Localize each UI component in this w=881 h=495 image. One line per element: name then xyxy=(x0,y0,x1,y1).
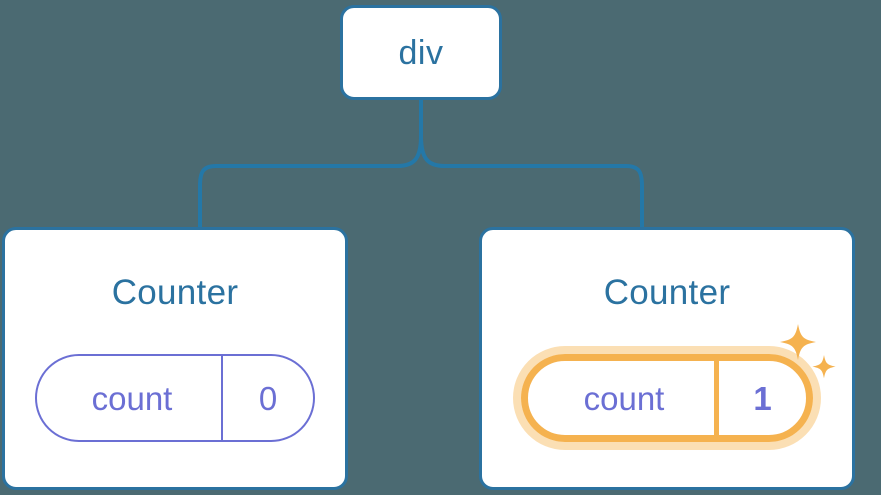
node-div[interactable]: div xyxy=(340,5,502,100)
node-div-label: div xyxy=(398,33,444,72)
node-counter-right[interactable]: Counter count 1 xyxy=(479,227,855,490)
node-counter-right-title: Counter xyxy=(603,273,731,312)
node-counter-left-title: Counter xyxy=(111,273,239,312)
state-pill-wrapper-left: count 0 xyxy=(35,354,315,442)
state-pill-right-value: 1 xyxy=(714,361,806,435)
state-pill-right-key: count xyxy=(583,379,665,417)
state-pill-left-value: 0 xyxy=(221,356,313,440)
state-pill-right[interactable]: count 1 xyxy=(521,354,813,442)
node-counter-left-body: Counter count 0 xyxy=(5,230,345,487)
connector-branch-left xyxy=(198,134,423,229)
node-counter-right-body: Counter count 1 xyxy=(482,230,852,487)
sparkle-small-icon xyxy=(812,355,836,379)
connector-branch-right xyxy=(419,134,644,229)
state-pill-wrapper-right: count 1 xyxy=(521,354,813,442)
state-pill-left-key: count xyxy=(91,379,173,417)
state-pill-left[interactable]: count 0 xyxy=(35,354,315,442)
node-counter-left[interactable]: Counter count 0 xyxy=(2,227,348,490)
